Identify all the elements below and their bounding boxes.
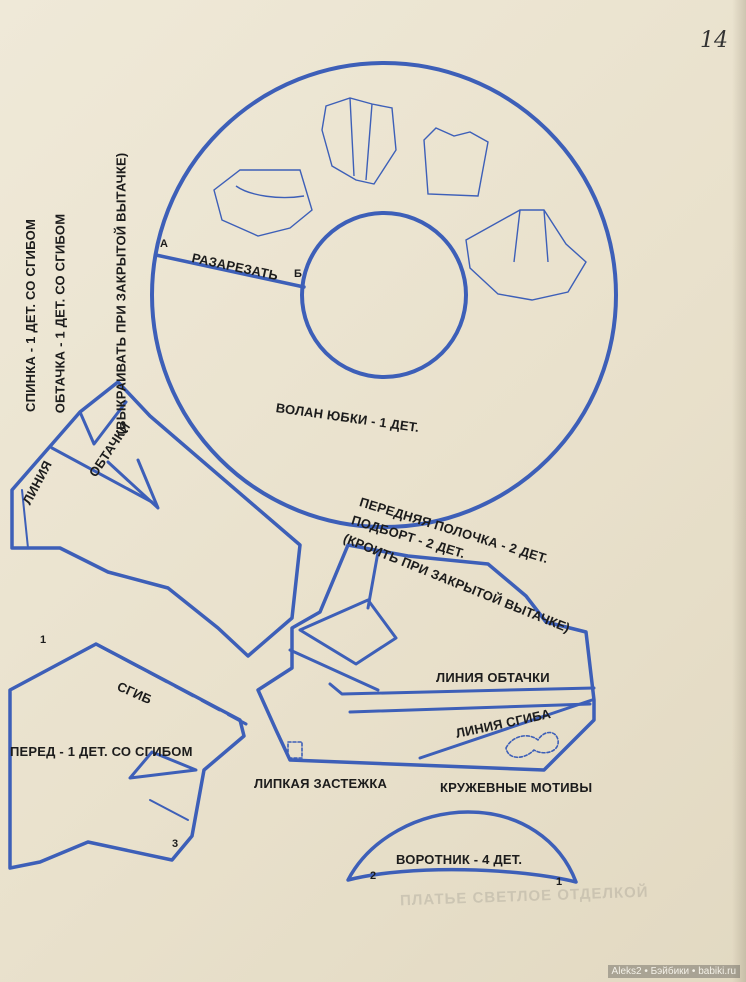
vest-sketch [321, 97, 397, 185]
shelf-neck-line [366, 550, 380, 610]
label-vykraivat: (ВЫКРАИВАТЬ ПРИ ЗАКРЫТОЙ ВЫТАЧКЕ) [113, 152, 129, 435]
vest-sketch-detail [349, 97, 373, 181]
top-sketch [423, 127, 489, 197]
front-dart [128, 750, 198, 780]
collar-outline [346, 810, 578, 884]
shelf-dart [298, 598, 398, 666]
label-kruzhevnye: КРУЖЕВНЫЕ МОТИВЫ [440, 780, 593, 795]
label-front-num-3: 3 [172, 838, 179, 850]
garment-sketches [213, 97, 587, 301]
label-collar-num-2: 2 [370, 870, 377, 882]
back-fold-dashed [148, 414, 302, 547]
flounce-inner-circle [300, 211, 468, 379]
skirt-sketch-left [213, 169, 313, 237]
label-collar-num-1: 1 [556, 876, 563, 888]
label-obtachka: ОБТАЧКА - 1 ДЕТ. СО СГИБОМ [52, 213, 68, 414]
back-facing-line [50, 446, 154, 504]
shelf-facing-line [328, 682, 596, 696]
back-piece-outline [10, 380, 302, 658]
back-fold-edge [21, 489, 29, 549]
label-front-num-1: 1 [40, 634, 47, 646]
flounce-outer-circle [150, 61, 618, 529]
page-edge-shadow [732, 0, 746, 982]
label-pered: ПЕРЕД - 1 ДЕТ. СО СГИБОМ [10, 744, 193, 759]
label-point-b: Б [294, 268, 303, 280]
back-dart [106, 458, 160, 510]
back-shoulder-notch [78, 400, 128, 446]
label-point-a: А [160, 238, 169, 250]
shelf-fold-line [348, 702, 592, 714]
skirt-sketch-right-detail [513, 209, 549, 263]
label-vorotnik: ВОРОТНИК - 4 ДЕТ. [396, 852, 523, 867]
label-spinka: СПИНКА - 1 ДЕТ. СО СГИБОМ [23, 219, 38, 412]
site-watermark: Aleks2 • Бэйбики • babiki.ru [607, 965, 740, 978]
lace-motif-mark [505, 731, 559, 759]
front-dart-tail [149, 799, 189, 821]
front-shelf-outline [256, 543, 596, 772]
velcro-closure-mark [287, 741, 303, 759]
skirt-sketch-right [465, 209, 587, 301]
page-number: 14 [700, 28, 728, 53]
label-lipkaya: ЛИПКАЯ ЗАСТЕЖКА [254, 776, 388, 791]
skirt-sketch-left-ruffle [235, 185, 305, 199]
cut-line [154, 253, 306, 289]
shelf-inner-edge [288, 648, 380, 692]
shelf-hem-line [418, 698, 594, 760]
label-liniya-obtachki: ЛИНИЯ ОБТАЧКИ [436, 670, 550, 685]
